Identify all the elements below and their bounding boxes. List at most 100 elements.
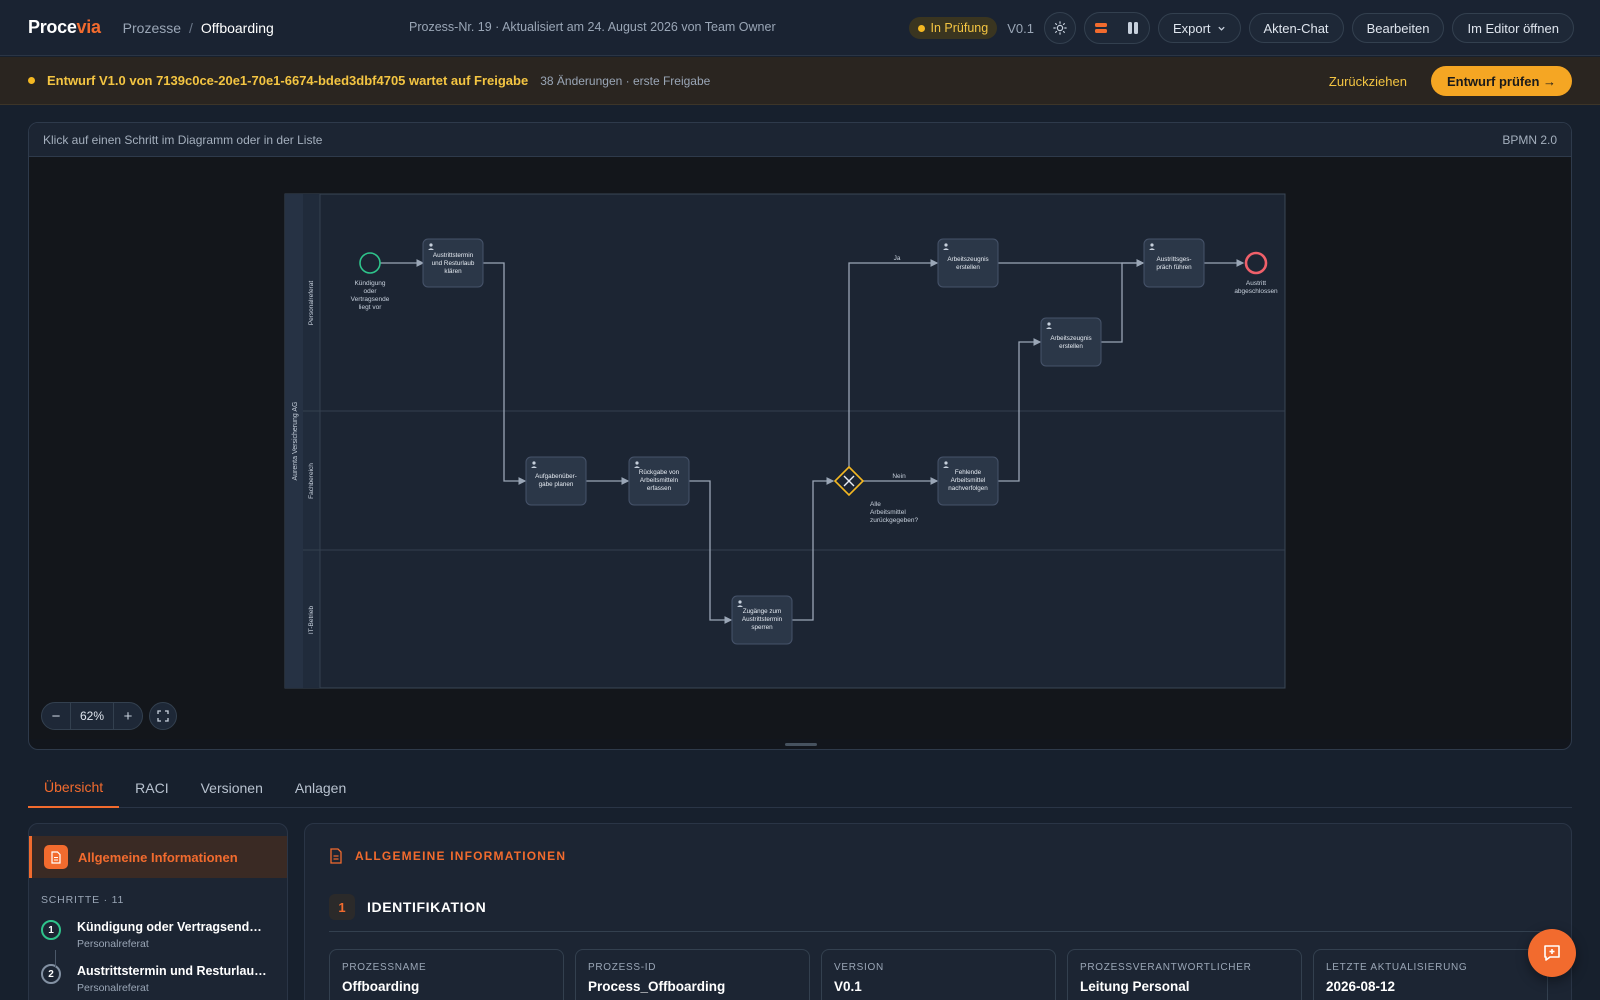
logo-accent: via	[76, 17, 101, 37]
review-draft-button[interactable]: Entwurf prüfen →	[1430, 66, 1572, 96]
zoom-controls: − 62% +	[41, 702, 177, 730]
layout-split-button[interactable]	[1117, 13, 1149, 43]
export-label: Export	[1172, 20, 1211, 36]
zoom-out-button[interactable]: −	[51, 707, 61, 725]
notation-label: BPMN 2.0	[1502, 132, 1557, 147]
sun-icon	[1053, 21, 1067, 35]
list-item[interactable]: 1 Kündigung oder Vertragsende li... Pers…	[41, 920, 287, 950]
tab-raci[interactable]: RACI	[135, 780, 169, 796]
field-value: Process_Offboarding	[588, 979, 726, 994]
header-actions: In Prüfung V0.1 Export Akten-Chat Bearbe…	[908, 12, 1574, 44]
section-identification: 1 IDENTIFIKATION	[329, 894, 486, 920]
layout-toggle	[1083, 12, 1150, 44]
user-icon	[428, 243, 434, 250]
document-icon	[330, 848, 342, 864]
layout-stacked-button[interactable]	[1085, 13, 1117, 43]
field-label: PROZESSVERANTWORTLICHER	[1080, 962, 1252, 973]
sidebar-item-label: Allgemeine Informationen	[78, 849, 238, 865]
list-item[interactable]: 2 Austrittstermin und Resturlaub ... Per…	[41, 964, 287, 994]
columns-icon	[1127, 22, 1138, 34]
document-icon	[44, 845, 68, 869]
tab-overview[interactable]: Übersicht	[28, 768, 120, 808]
edit-button[interactable]: Bearbeiten	[1351, 13, 1445, 43]
zoom-group: − 62% +	[41, 702, 143, 730]
info-title: ALLGEMEINE INFORMATIONEN	[355, 849, 567, 863]
field-label: PROZESSNAME	[342, 962, 427, 973]
step-title: Kündigung oder Vertragsende li...	[77, 920, 267, 934]
app-logo[interactable]: Procevia	[28, 17, 101, 38]
step-lane: Personalreferat	[77, 982, 149, 994]
step-lane: Personalreferat	[77, 938, 149, 950]
task-aufgabenuebergabe[interactable]: Aufgabenüber-gabe planen	[525, 456, 587, 506]
user-icon	[943, 243, 949, 250]
user-icon	[634, 461, 640, 468]
open-editor-label: Im Editor öffnen	[1467, 20, 1559, 36]
zoom-level: 62%	[70, 703, 114, 729]
withdraw-button[interactable]: Zurückziehen	[1328, 73, 1407, 89]
start-event[interactable]	[359, 252, 381, 274]
info-header: ALLGEMEINE INFORMATIONEN	[329, 848, 566, 864]
status-text: In Prüfung	[930, 21, 989, 35]
flow-label-yes: Ja	[894, 255, 901, 262]
process-meta: Prozess-Nr. 19 · Aktualisiert am 24. Aug…	[409, 20, 776, 34]
chevron-down-icon	[1217, 26, 1225, 31]
exclusive-gateway[interactable]	[833, 465, 865, 497]
section-divider	[329, 931, 1549, 932]
bpmn-diagram[interactable]: Aurenta Versicherung AG Personalreferat …	[29, 157, 1571, 739]
sidebar-item-general-info[interactable]: Allgemeine Informationen	[29, 836, 287, 878]
diagram-header: Klick auf einen Schritt im Diagramm oder…	[29, 123, 1571, 157]
field-label: PROZESS-ID	[588, 962, 657, 973]
logo-main: Proce	[28, 17, 77, 37]
field-value: V0.1	[834, 979, 862, 994]
theme-toggle-button[interactable]	[1043, 12, 1076, 44]
end-event[interactable]	[1244, 251, 1268, 275]
diagram-canvas[interactable]: Aurenta Versicherung AG Personalreferat …	[29, 157, 1571, 739]
open-editor-button[interactable]: Im Editor öffnen	[1452, 13, 1574, 43]
general-info-card: ALLGEMEINE INFORMATIONEN 1 IDENTIFIKATIO…	[304, 823, 1572, 1000]
banner-dot	[28, 77, 35, 84]
diagram-hint: Klick auf einen Schritt im Diagramm oder…	[43, 132, 323, 147]
akten-chat-button[interactable]: Akten-Chat	[1248, 13, 1344, 43]
chat-fab-button[interactable]	[1528, 929, 1576, 977]
banner-title: Entwurf V1.0 von 7139c0ce-20e1-70e1-6674…	[47, 73, 529, 88]
tab-attachments[interactable]: Anlagen	[294, 780, 347, 796]
step-connector	[55, 950, 56, 968]
rows-icon	[1094, 23, 1107, 33]
banner-actions: Zurückziehen Entwurf prüfen →	[1329, 66, 1572, 96]
field-process-id: PROZESS-ID Process_Offboarding	[575, 949, 810, 1000]
akten-chat-label: Akten-Chat	[1263, 20, 1329, 36]
status-badge: In Prüfung	[908, 17, 998, 39]
step-number: 1	[41, 920, 61, 940]
fullscreen-button[interactable]	[149, 702, 177, 730]
step-number: 2	[41, 964, 61, 984]
field-value: 2026-08-12	[1326, 979, 1396, 994]
user-icon	[1149, 243, 1155, 250]
tab-versions[interactable]: Versionen	[200, 780, 263, 796]
diagram-panel: Klick auf einen Schritt im Diagramm oder…	[28, 122, 1572, 750]
status-dot	[917, 24, 925, 32]
export-button[interactable]: Export	[1157, 13, 1241, 43]
section-number: 1	[329, 894, 355, 920]
task-austrittsgespraech[interactable]: Austrittsges-präch führen	[1143, 238, 1205, 288]
zoom-in-button[interactable]: +	[123, 707, 133, 725]
user-icon	[1046, 322, 1052, 329]
steps-header: SCHRITTE · 11	[41, 894, 125, 906]
resize-handle[interactable]	[785, 743, 817, 746]
breadcrumb-root[interactable]: Prozesse	[122, 19, 182, 36]
field-value: Offboarding	[342, 979, 420, 994]
